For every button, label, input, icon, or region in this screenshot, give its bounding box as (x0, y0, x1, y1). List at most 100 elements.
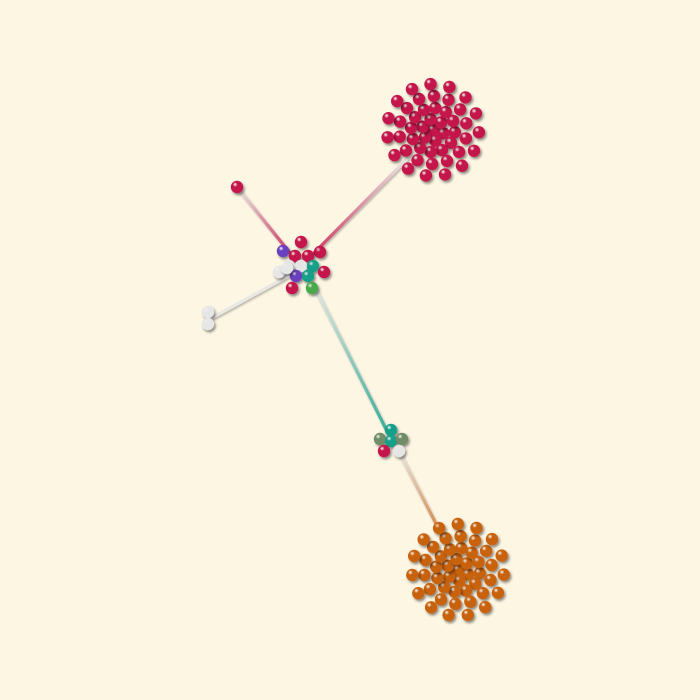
node-orange-cluster-39[interactable] (412, 587, 425, 600)
node-orange-cluster-44[interactable] (451, 517, 464, 531)
node-crimson-cluster-7[interactable] (448, 126, 462, 139)
node-crimson-cluster-8[interactable] (444, 136, 458, 149)
node-crimson-cluster-19[interactable] (459, 132, 473, 145)
node-crimson-cluster-22[interactable] (425, 157, 439, 171)
node-crimson-cluster-40[interactable] (381, 131, 394, 144)
node-small-cluster-1[interactable] (373, 432, 387, 446)
node-orange-cluster-17[interactable] (465, 546, 478, 559)
node-orange-cluster-9[interactable] (459, 584, 473, 597)
node-orange-cluster-42[interactable] (417, 533, 430, 546)
node-crimson-cluster-16[interactable] (429, 101, 442, 115)
node-crimson-cluster-27[interactable] (400, 101, 414, 115)
node-orange-cluster-28[interactable] (439, 532, 452, 545)
node-orange-cluster-46[interactable] (485, 532, 499, 546)
node-hub-cluster-12[interactable] (285, 281, 299, 295)
node-hub-cluster-8[interactable] (317, 265, 331, 279)
node-crimson-cluster-38[interactable] (401, 162, 415, 175)
node-small-cluster-3[interactable] (395, 432, 409, 446)
node-orange-cluster-22[interactable] (449, 597, 462, 611)
node-crimson-cluster-3[interactable] (418, 131, 432, 144)
node-crimson-cluster-18[interactable] (446, 114, 460, 128)
node-hub-cluster-14[interactable] (280, 261, 294, 275)
node-orange-cluster-7[interactable] (473, 567, 486, 580)
node-orange-cluster-19[interactable] (484, 573, 497, 587)
node-hub-cluster-0[interactable] (294, 235, 308, 249)
node-crimson-cluster-36[interactable] (438, 168, 452, 181)
node-crimson-cluster-37[interactable] (419, 169, 433, 182)
node-crimson-cluster-43[interactable] (405, 82, 419, 96)
node-crimson-cluster-35[interactable] (455, 159, 469, 172)
node-crimson-cluster-29[interactable] (427, 89, 441, 103)
node-white-pair-1[interactable] (201, 317, 215, 331)
node-crimson-cluster-12[interactable] (406, 132, 420, 146)
node-crimson-cluster-20[interactable] (452, 145, 466, 159)
node-crimson-cluster-33[interactable] (472, 126, 486, 139)
node-hub-cluster-13[interactable] (305, 281, 319, 295)
node-crimson-cluster-13[interactable] (404, 121, 418, 134)
node-orange-cluster-6[interactable] (460, 557, 473, 570)
node-orange-cluster-34[interactable] (491, 586, 505, 599)
node-orange-cluster-36[interactable] (461, 608, 474, 622)
node-crimson-cluster-31[interactable] (453, 103, 467, 116)
node-orange-cluster-24[interactable] (423, 582, 437, 596)
node-hub-cluster-10[interactable] (289, 269, 303, 283)
node-crimson-cluster-42[interactable] (391, 94, 404, 108)
node-crimson-cluster-26[interactable] (393, 115, 407, 128)
node-hub-cluster-3[interactable] (288, 249, 302, 263)
node-orange-cluster-29[interactable] (454, 529, 467, 543)
node-orange-cluster-10[interactable] (448, 585, 461, 598)
node-crimson-cluster-4[interactable] (416, 120, 429, 133)
node-orange-cluster-25[interactable] (418, 568, 431, 582)
node-orange-cluster-18[interactable] (472, 555, 485, 569)
node-orange-cluster-21[interactable] (464, 595, 477, 608)
node-crimson-cluster-10[interactable] (424, 145, 437, 159)
node-orange-cluster-30[interactable] (468, 534, 482, 547)
node-crimson-cluster-9[interactable] (435, 143, 449, 157)
node-hub-cluster-1[interactable] (313, 245, 327, 259)
node-crimson-cluster-34[interactable] (467, 144, 481, 157)
node-crimson-cluster-15[interactable] (417, 103, 431, 117)
node-crimson-cluster-11[interactable] (414, 141, 427, 155)
node-orange-cluster-31[interactable] (479, 544, 493, 558)
node-orange-cluster-15[interactable] (443, 543, 457, 556)
node-orange-cluster-32[interactable] (485, 558, 498, 572)
node-orange-cluster-43[interactable] (432, 521, 446, 535)
node-orange-cluster-38[interactable] (424, 601, 438, 614)
node-crimson-cluster-25[interactable] (393, 130, 406, 143)
node-crimson-cluster-1[interactable] (437, 127, 450, 140)
node-crimson-cluster-45[interactable] (443, 80, 456, 94)
node-crimson-cluster-32[interactable] (460, 117, 473, 130)
node-orange-cluster-12[interactable] (431, 571, 444, 585)
node-orange-cluster-37[interactable] (442, 608, 455, 622)
node-small-cluster-4[interactable] (377, 444, 391, 458)
node-orange-cluster-45[interactable] (470, 521, 483, 535)
node-orange-cluster-27[interactable] (426, 540, 440, 554)
node-orange-cluster-35[interactable] (479, 600, 492, 614)
node-orange-cluster-47[interactable] (495, 549, 508, 562)
node-crimson-cluster-28[interactable] (412, 92, 426, 106)
node-small-cluster-5[interactable] (392, 444, 406, 458)
node-crimson-cluster-6[interactable] (434, 116, 448, 129)
node-hub-cluster-6[interactable] (294, 259, 308, 273)
node-crimson-cluster-44[interactable] (424, 77, 437, 91)
node-orange-cluster-2[interactable] (453, 574, 466, 588)
node-small-cluster-0[interactable] (384, 423, 398, 437)
node-orange-cluster-0[interactable] (451, 563, 465, 577)
node-orange-cluster-11[interactable] (438, 581, 451, 594)
node-crimson-cluster-21[interactable] (440, 154, 454, 168)
node-crimson-cluster-30[interactable] (442, 93, 455, 107)
node-crimson-cluster-0[interactable] (426, 123, 440, 137)
node-hub-cluster-4[interactable] (301, 249, 315, 263)
node-orange-cluster-41[interactable] (408, 549, 421, 563)
node-crimson-cluster-23[interactable] (411, 154, 424, 167)
node-crimson-cluster-14[interactable] (408, 111, 422, 124)
node-orange-cluster-14[interactable] (434, 550, 447, 563)
node-hub-cluster-11[interactable] (301, 269, 315, 283)
node-orange-cluster-20[interactable] (476, 586, 490, 600)
node-crimson-cluster-2[interactable] (429, 134, 442, 147)
node-orange-cluster-5[interactable] (450, 552, 463, 566)
node-crimson-cluster-5[interactable] (424, 113, 437, 126)
node-white-pair-0[interactable] (201, 305, 215, 319)
node-crimson-cluster-47[interactable] (469, 107, 483, 120)
node-orange-cluster-13[interactable] (430, 560, 443, 573)
